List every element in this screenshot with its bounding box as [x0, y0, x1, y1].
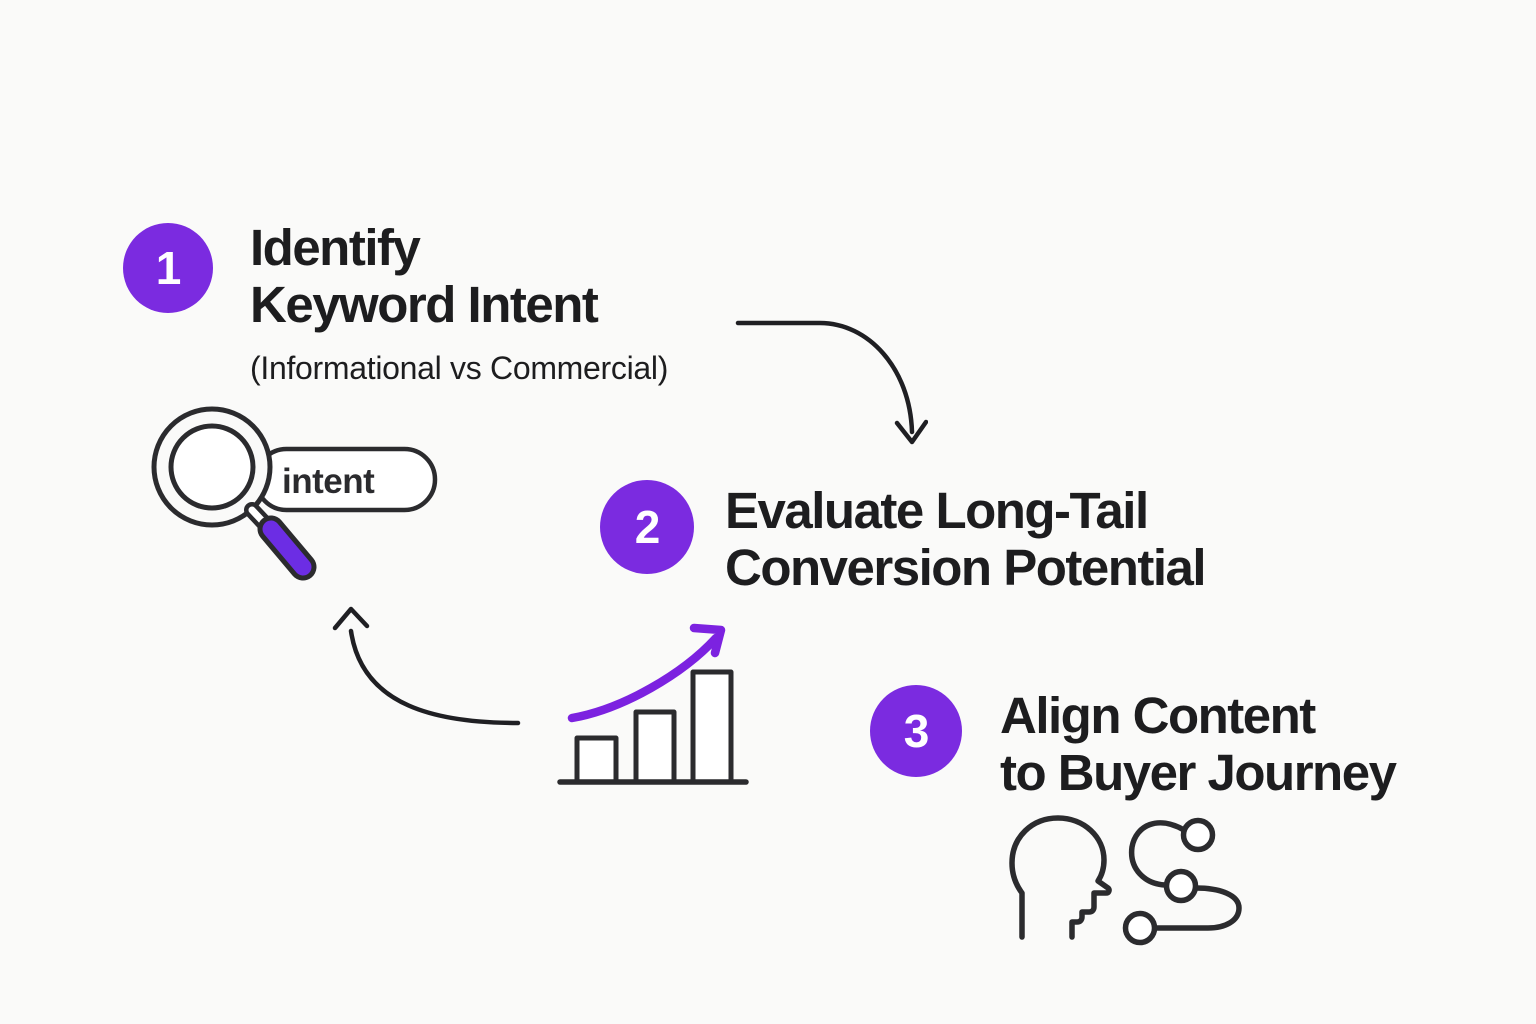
chart-bar-medium: [633, 709, 677, 785]
arrow1-head: [894, 419, 928, 445]
head-profile-icon: [1009, 815, 1112, 940]
magnifier-search-icon: intent: [151, 406, 438, 581]
step-3-badge: 3: [870, 685, 962, 777]
step-1-title-line1: Identify: [250, 219, 421, 276]
step-3-icons-group: [1009, 815, 1242, 946]
growth-bar-chart-icon: [557, 623, 749, 785]
journey-path-segment-bottom: [1152, 885, 1242, 931]
step-1-number: 1: [155, 242, 182, 294]
step-3-number: 3: [903, 705, 930, 757]
step-3-title: Align Content to Buyer Journey: [1000, 687, 1397, 801]
trend-arrow-curve: [567, 633, 721, 723]
step-2-title-line1: Evaluate Long-Tail: [725, 482, 1149, 539]
step-3-title-line1: Align Content: [1000, 687, 1316, 744]
search-pill-query-text: intent: [282, 462, 375, 501]
step-2-title: Evaluate Long-Tail Conversion Potential: [725, 482, 1207, 596]
chart-bar-tall: [690, 669, 734, 785]
trend-arrow-head: [689, 623, 726, 658]
step-2-number: 2: [634, 501, 661, 553]
step-2-badge: 2: [600, 480, 694, 574]
step-1-title: Identify Keyword Intent: [250, 219, 599, 333]
step-3-title-line2: to Buyer Journey: [1000, 744, 1397, 801]
arrow2-head: [332, 606, 370, 631]
magnifier-handle-icon: [262, 520, 312, 576]
step-1-title-line2: Keyword Intent: [250, 276, 599, 333]
chart-bar-small: [574, 735, 619, 785]
magnifier-lens-inner: [168, 423, 256, 511]
step-1-badge: 1: [123, 223, 213, 313]
journey-node-bottom-icon: [1122, 910, 1158, 946]
step-2-title-line2: Conversion Potential: [725, 539, 1207, 596]
journey-node-middle-icon: [1163, 868, 1199, 904]
journey-path-segment-top: [1128, 820, 1187, 888]
step-1-subtitle: (Informational vs Commercial): [250, 350, 669, 386]
arrow1-curve: [735, 320, 915, 435]
curved-arrow-step1-to-step2-icon: [735, 320, 928, 445]
curved-arrow-chart-to-magnifier-icon: [332, 606, 521, 726]
arrow2-curve: [348, 628, 521, 726]
journey-node-top-icon: [1180, 817, 1216, 853]
